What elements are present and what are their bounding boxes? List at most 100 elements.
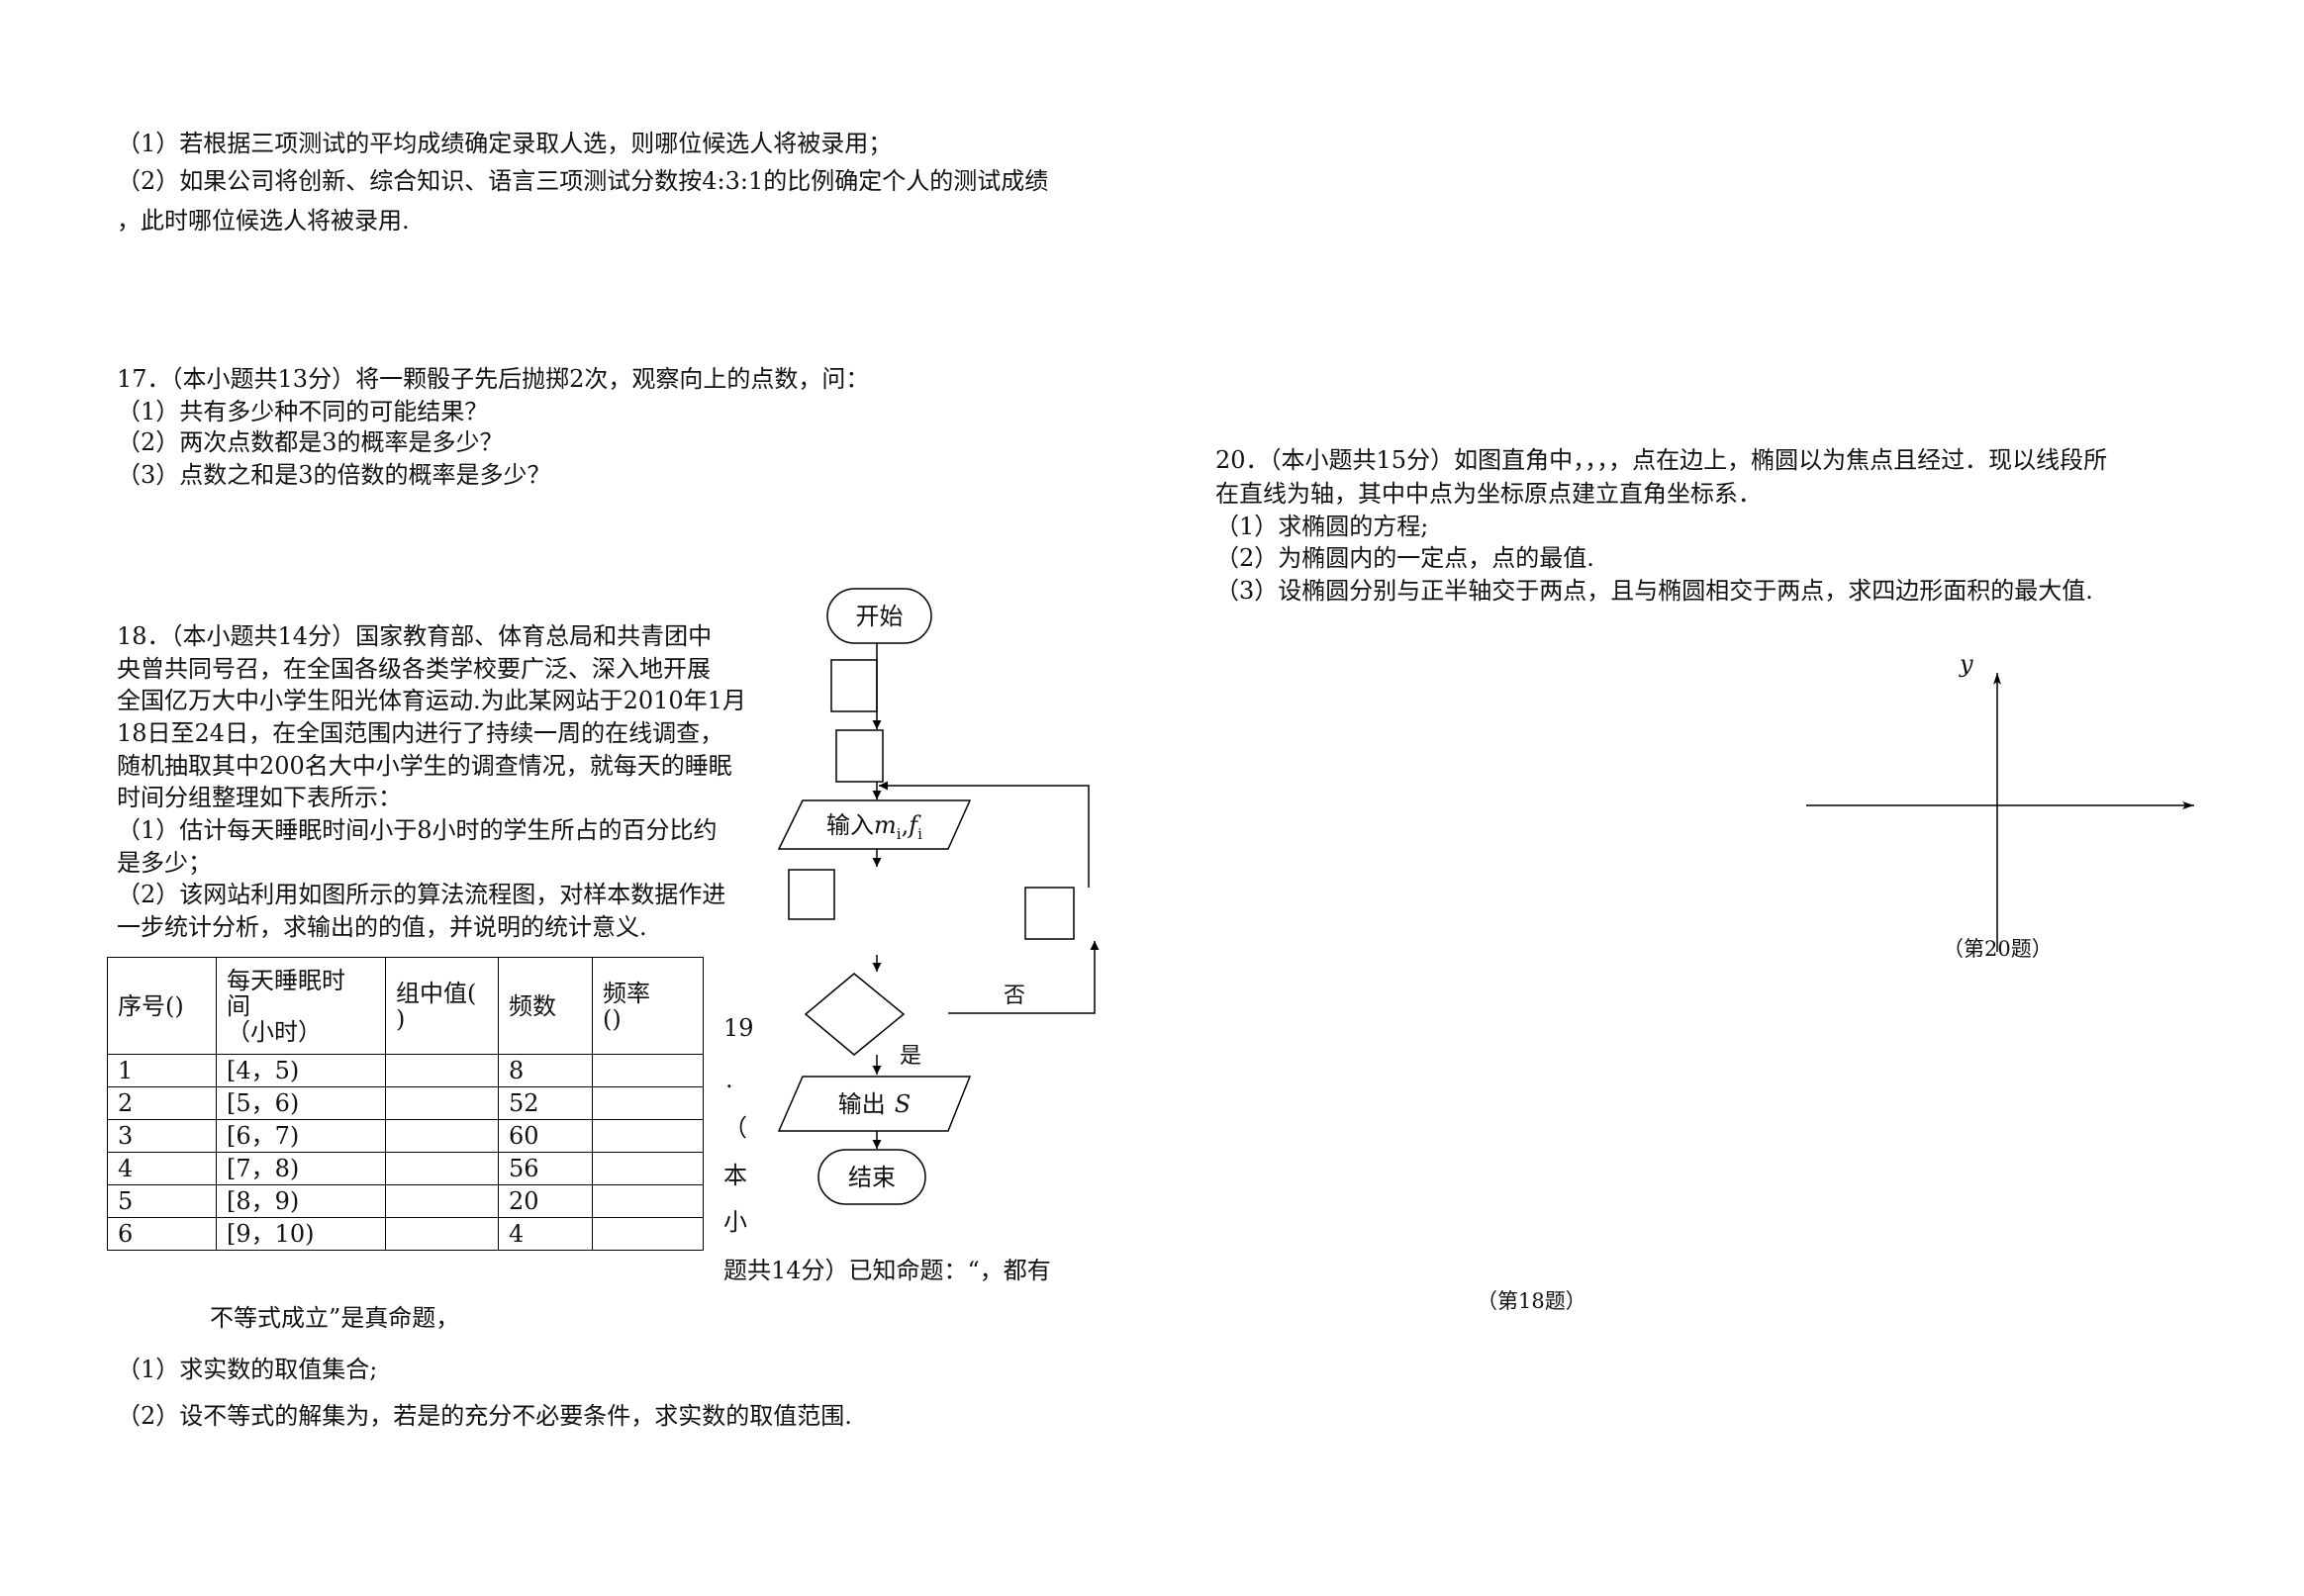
cell-interval: [6，7) [216, 1119, 386, 1153]
cell-no: 5 [107, 1184, 217, 1218]
cell-count: 8 [498, 1054, 593, 1087]
cell-count: 20 [498, 1184, 593, 1218]
q19-stem-line2: 不等式成立”是真命题， [210, 1304, 460, 1332]
input-parallelogram [777, 799, 972, 850]
start-label: 开始 [855, 602, 904, 630]
flowchart [777, 588, 1100, 1205]
q18-line-1: 18．（本小题共14分）国家教育部、体育总局和共青团中 [117, 622, 713, 650]
output-prefix: 输出 [837, 1089, 886, 1118]
table-row: 3 [6，7) 60 [107, 1119, 704, 1153]
q19-fragment-ben: 本 [723, 1162, 747, 1189]
decision-diamond [804, 973, 906, 1056]
header-midpoint: 组中值() [385, 957, 499, 1055]
y-axis-label: y [1960, 650, 1973, 678]
sleep-time-table: 序号() 每天睡眠时间 （小时） 组中值() 频数 频率() 1 [4，5) 8… [107, 957, 704, 1251]
q18-line-5: 随机抽取其中200名大中小学生的调查情况，就每天的睡眠 [117, 752, 732, 780]
cell-interval: [4，5) [216, 1054, 386, 1087]
q20-stem-line1: 20．（本小题共15分）如图直角中，，，，点在边上，椭圆以为焦点且经过．现以线段… [1215, 446, 2108, 474]
process-box-3 [788, 869, 835, 920]
input-separator: , [901, 810, 910, 839]
cell-rate [592, 1152, 704, 1185]
q17-part1: （1）共有多少种不同的可能结果？ [117, 398, 489, 425]
cell-midpoint [385, 1086, 499, 1120]
loop-back-arrow [879, 781, 1090, 888]
input-label-inner: 输入mi,fi [826, 810, 922, 841]
header-sleep-time: 每天睡眠时间 （小时） [216, 957, 386, 1055]
input-label: 输入mi,fi [779, 800, 970, 849]
output-label-inner: 输出 S [838, 1091, 911, 1117]
q19-fragment-paren: （ [723, 1114, 747, 1142]
input-var-m-subscript: i [896, 824, 902, 843]
cell-no: 1 [107, 1054, 217, 1087]
q18-line-7: （1）估计每天睡眠时间小于8小时的学生所占的百分比约 [117, 816, 718, 844]
cell-count: 56 [498, 1152, 593, 1185]
input-var-m: m [874, 810, 897, 839]
q20-part3: （3）设椭圆分别与正半轴交于两点，且与椭圆相交于两点，求四边形面积的最大值. [1215, 577, 2093, 605]
q17-part3: （3）点数之和是3的倍数的概率是多少？ [117, 461, 551, 489]
cell-midpoint [385, 1184, 499, 1218]
header-count: 频数 [498, 957, 593, 1055]
q19-part2: （2）设不等式的解集为，若是的充分不必要条件，求实数的取值范围. [117, 1402, 852, 1430]
input-prefix: 输入 [826, 810, 875, 839]
q19-fragment-number: 19 [723, 1014, 754, 1042]
q19-fragment-xiao: 小 [723, 1208, 747, 1236]
q17-part2: （2）两次点数都是3的概率是多少？ [117, 428, 504, 456]
q18-line-6: 时间分组整理如下表所示： [117, 784, 402, 811]
cell-rate [592, 1217, 704, 1251]
q16-part1: （1）若根据三项测试的平均成绩确定录取人选，则哪位候选人将被录用； [117, 130, 893, 157]
input-var-f: f [909, 810, 918, 839]
cell-rate [592, 1184, 704, 1218]
table-row: 4 [7，8) 56 [107, 1152, 704, 1185]
process-box-1 [830, 659, 878, 712]
q18-line-9: （2）该网站利用如图所示的算法流程图，对样本数据作进 [117, 881, 726, 908]
cell-rate [592, 1119, 704, 1153]
q19-part1: （1）求实数的取值集合; [117, 1356, 378, 1383]
header-sleep-time-unit: （小时） [227, 1017, 322, 1046]
cell-interval: [7，8) [216, 1152, 386, 1185]
cell-rate [592, 1086, 704, 1120]
table-row: 5 [8，9) 20 [107, 1184, 704, 1218]
decision-yes-label: 是 [900, 1044, 922, 1069]
cell-count: 4 [498, 1217, 593, 1251]
cell-count: 52 [498, 1086, 593, 1120]
start-terminal-shape [826, 588, 932, 644]
header-rate: 频率() [592, 957, 704, 1055]
input-var-f-subscript: i [917, 824, 922, 843]
coordinate-axes [1806, 673, 2194, 952]
q17-stem: 17．（本小题共13分）将一颗骰子先后抛掷2次，观察向上的点数，问： [117, 365, 870, 393]
cell-interval: [8，9) [216, 1184, 386, 1218]
q20-part2: （2）为椭圆内的一定点，点的最值. [1215, 544, 1594, 572]
header-no: 序号() [107, 957, 217, 1055]
cell-interval: [9，10) [216, 1217, 386, 1251]
q18-line-8: 是多少； [117, 849, 212, 877]
cell-midpoint [385, 1152, 499, 1185]
cell-no: 4 [107, 1152, 217, 1185]
cell-rate [592, 1054, 704, 1087]
process-box-2 [835, 729, 884, 783]
table-row: 1 [4，5) 8 [107, 1054, 704, 1087]
q18-line-10: 一步统计分析，求输出的的值，并说明的统计意义. [117, 913, 647, 941]
figure-18-caption: （第18题） [1477, 1289, 1586, 1313]
q18-line-2: 央曾共同号召，在全国各级各类学校要广泛、深入地开展 [117, 655, 711, 683]
q20-stem-line2: 在直线为轴，其中中点为坐标原点建立直角坐标系． [1215, 480, 1762, 508]
cell-no: 3 [107, 1119, 217, 1153]
table-row: 6 [9，10) 4 [107, 1217, 704, 1251]
output-var-s: S [894, 1089, 912, 1118]
q18-line-3: 全国亿万大中小学生阳光体育运动.为此某网站于2010年1月 [117, 687, 746, 714]
figure-20-caption: （第20题） [1943, 937, 2053, 961]
cell-interval: [5，6) [216, 1086, 386, 1120]
table-row: 2 [5，6) 52 [107, 1086, 704, 1120]
q19-fragment-dot: . [725, 1066, 733, 1093]
q16-part2-line1: （2）如果公司将创新、综合知识、语言三项测试分数按4:3:1的比例确定个人的测试… [117, 167, 1049, 195]
cell-no: 2 [107, 1086, 217, 1120]
process-box-4 [1024, 887, 1075, 940]
q19-stem-line1: 题共14分）已知命题：“，都有 [723, 1257, 1051, 1284]
cell-midpoint [385, 1119, 499, 1153]
q20-part1: （1）求椭圆的方程; [1215, 513, 1429, 540]
output-parallelogram [777, 1076, 972, 1132]
decision-no-label: 否 [1004, 984, 1026, 1008]
q18-line-4: 18日至24日，在全国范围内进行了持续一周的在线调查， [117, 719, 724, 747]
table-header-row: 序号() 每天睡眠时间 （小时） 组中值() 频数 频率() [107, 957, 704, 1055]
end-label: 结束 [848, 1163, 896, 1191]
